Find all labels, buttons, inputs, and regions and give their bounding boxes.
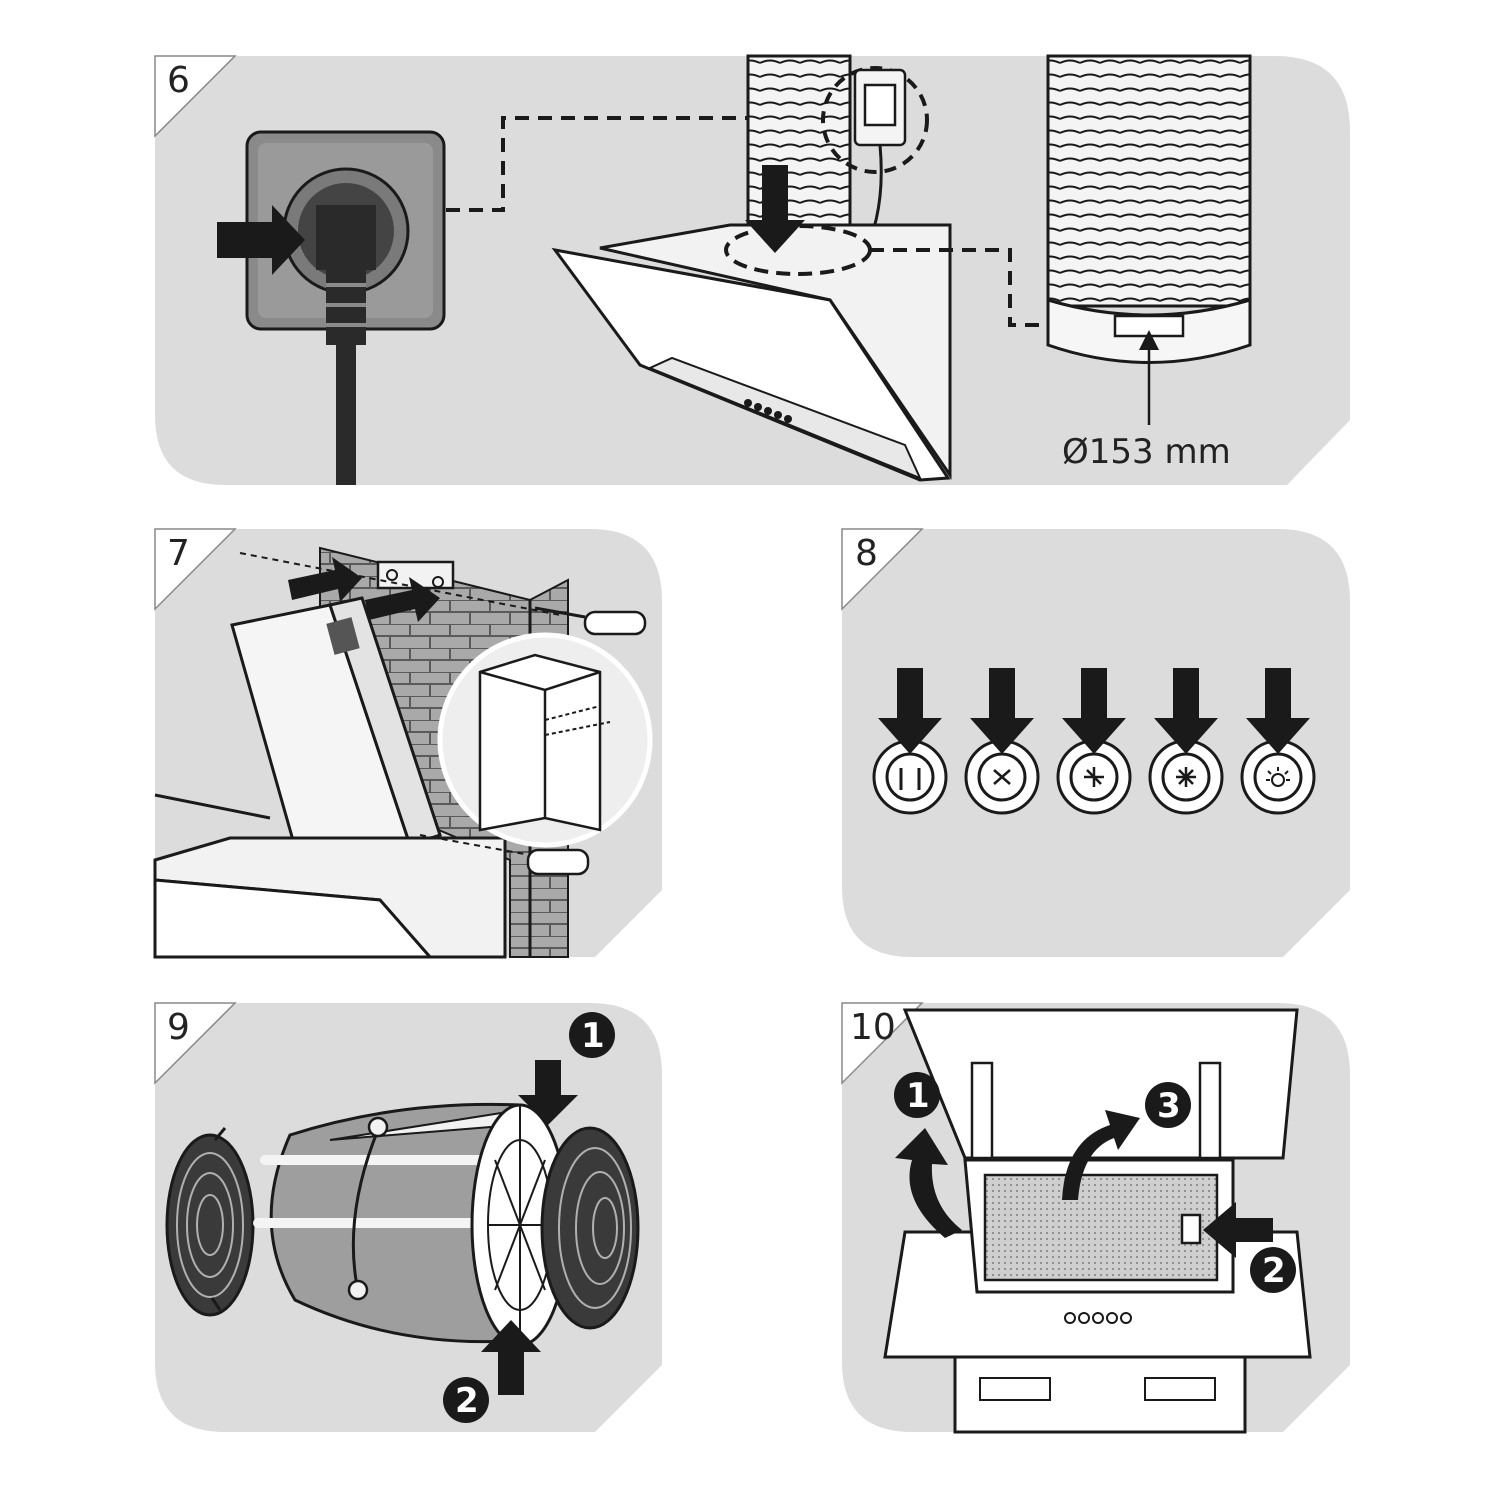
control-buttons [1064,1312,1132,1324]
control-buttons [872,668,1316,815]
svg-text:1: 1 [581,1016,605,1056]
svg-text:3: 3 [1157,1086,1181,1126]
fan-speed-1-icon [964,668,1040,815]
fan-speed-3-icon [1148,668,1224,815]
diameter-label: Ø153 mm [1062,432,1231,472]
step-badge-1: 1 [569,1012,615,1058]
insert-arrow-icon [217,205,305,275]
down-arrow-icon [518,1060,578,1125]
step-8-panel: 8 [841,528,1350,957]
step-badge-1: 1 [894,1072,940,1118]
step-number: 10 [850,1007,896,1048]
remove-arrow-icon [1062,1110,1140,1200]
step-badge-3: 3 [1145,1082,1191,1128]
lift-arrow-icon [895,1128,962,1238]
step-tab [841,528,924,611]
cable-route [446,116,828,212]
carbon-filter-left [165,1127,255,1317]
cooker-hood [153,836,507,959]
step-number: 7 [167,533,190,574]
step-badge-2: 2 [1250,1247,1296,1293]
step-tab [154,55,237,138]
svg-text:1: 1 [906,1076,930,1116]
carbon-filter-right [540,1126,640,1330]
step-6-panel: 6 [154,54,1350,485]
cooker-hood [551,223,952,482]
fan-speed-2-icon [1056,668,1132,815]
step-number: 9 [167,1007,190,1048]
glass-panel-arms [970,1061,1222,1160]
step-9-panel: 9 [154,1002,662,1432]
push-latch-arrow-icon [1203,1202,1273,1258]
screwdriver-icon [154,793,590,876]
motor-housing [253,1102,527,1344]
step-tab [154,528,237,611]
step-number: 8 [855,533,878,574]
detail-link [870,248,1115,327]
step-10-panel: 10 1 2 [841,1002,1350,1434]
up-arrow-icon [481,1320,541,1395]
power-button-icon [872,668,948,815]
step-tab [154,1002,237,1085]
svg-text:2: 2 [455,1381,479,1421]
svg-text:2: 2 [1262,1251,1286,1291]
bracket-detail [437,632,653,848]
duct-detail [1046,54,1252,425]
grease-filter [963,1158,1235,1294]
screwdriver-icon [534,606,647,636]
step-badge-2: 2 [443,1377,489,1423]
step-7-panel: 7 [153,528,662,959]
light-icon [1240,668,1316,815]
push-arrow-icon [365,577,440,622]
push-arrow-icon [288,557,362,602]
step-tab [841,1002,924,1085]
wall-socket-detail [821,66,929,241]
plug-icon [316,205,376,485]
step-number: 6 [167,60,190,101]
down-arrow-icon [745,165,805,253]
chimney-cover [230,596,442,867]
